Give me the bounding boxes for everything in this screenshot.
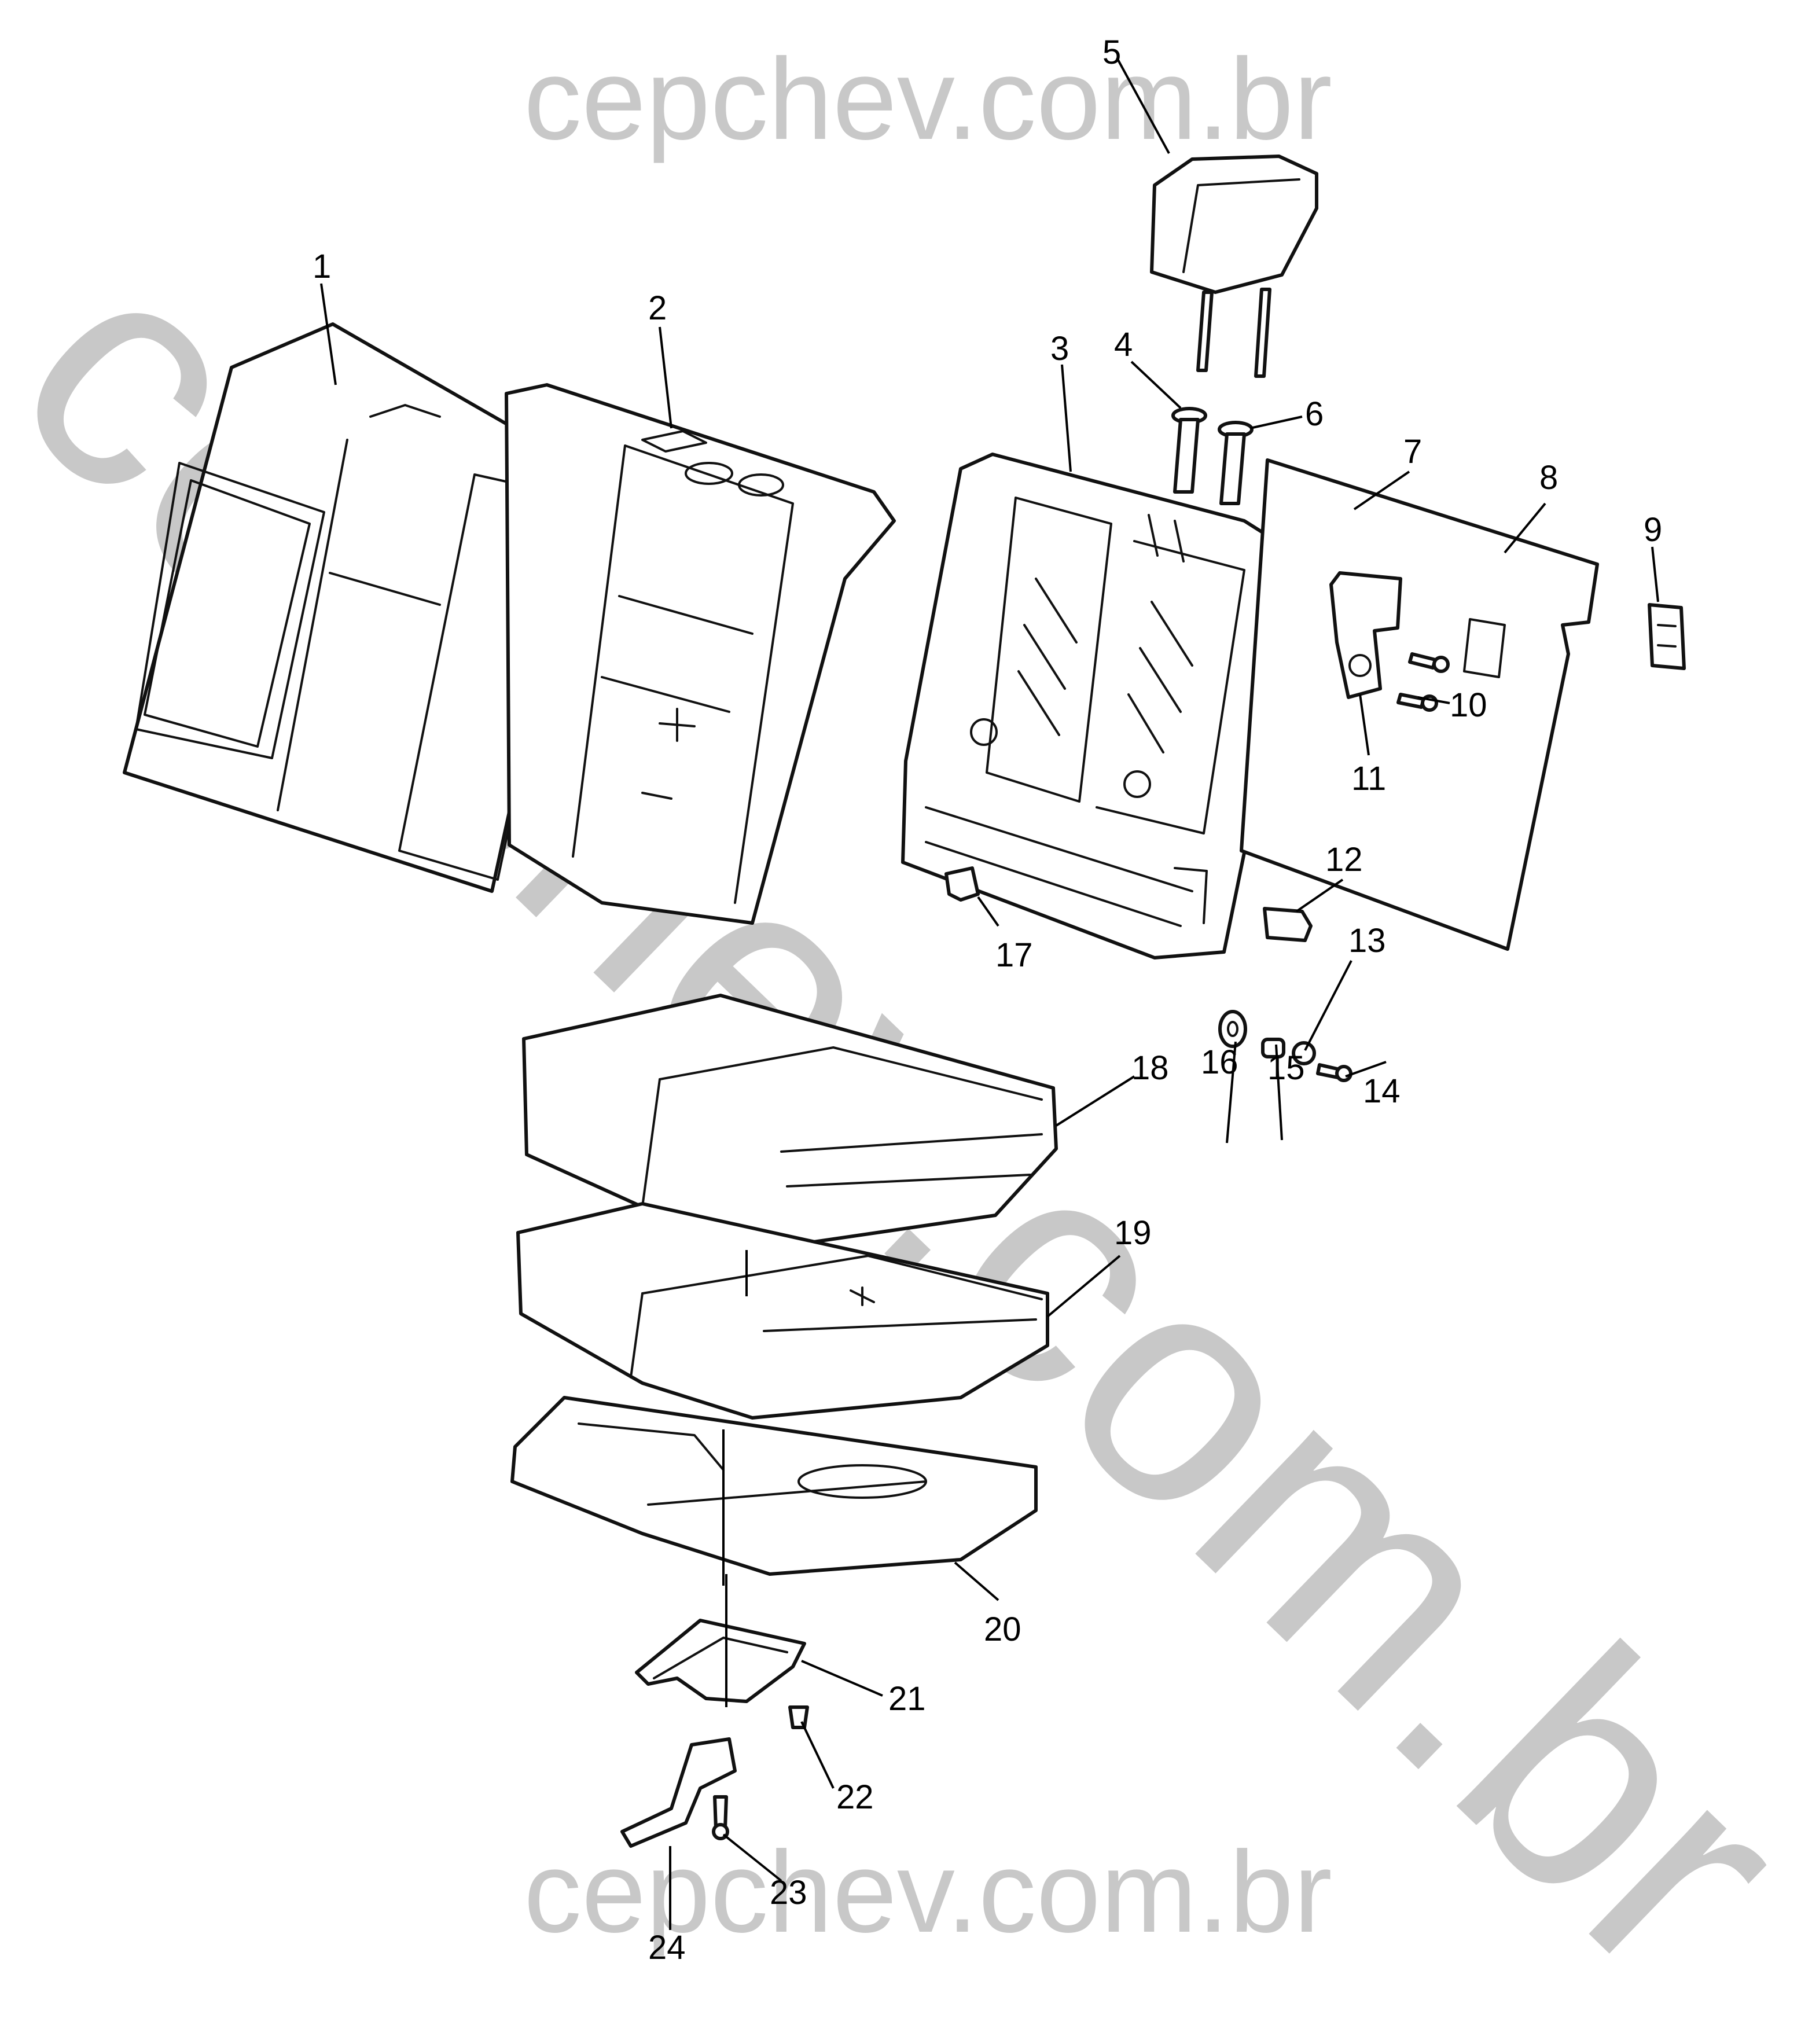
callout-7: 7 xyxy=(1403,433,1422,470)
callout-8: 8 xyxy=(1539,459,1558,497)
callout-10: 10 xyxy=(1450,686,1487,724)
callout-21: 21 xyxy=(888,1680,926,1718)
callout-13: 13 xyxy=(1348,922,1386,959)
part-14-bolt xyxy=(1316,1063,1352,1082)
callout-17: 17 xyxy=(995,936,1033,974)
watermark-bottom: cepchev.com.br xyxy=(524,1828,1332,1957)
callout-19: 19 xyxy=(1114,1214,1152,1252)
part-3-seatback-frame xyxy=(901,453,1301,959)
callout-2: 2 xyxy=(648,289,667,327)
part-10-bolts xyxy=(1396,652,1450,712)
callout-18: 18 xyxy=(1131,1049,1169,1087)
part-23-bolt xyxy=(712,1795,729,1840)
part-12-strap xyxy=(1263,907,1313,942)
part-13-nut xyxy=(1292,1041,1316,1065)
callout-5: 5 xyxy=(1102,34,1121,71)
callout-3: 3 xyxy=(1050,330,1069,367)
part-19-cushion-pad xyxy=(516,1202,1049,1420)
part-5-headrest xyxy=(1150,155,1318,378)
callout-12: 12 xyxy=(1325,841,1363,878)
callout-23: 23 xyxy=(770,1874,807,1911)
part-22-clip xyxy=(788,1705,809,1729)
part-2-seatback-pad xyxy=(505,383,896,925)
callout-labels: 1 2 3 4 5 6 7 8 9 10 11 12 13 14 15 16 1… xyxy=(313,34,1662,1966)
part-6-headrest-guide xyxy=(1218,421,1254,505)
callout-4: 4 xyxy=(1114,326,1133,363)
part-16-washer xyxy=(1218,1010,1247,1048)
callout-20: 20 xyxy=(984,1611,1021,1648)
callout-24: 24 xyxy=(648,1929,686,1966)
callout-1: 1 xyxy=(313,248,331,285)
callout-6: 6 xyxy=(1305,395,1324,433)
part-9-latch-cover xyxy=(1648,603,1686,670)
part-15-bushing xyxy=(1261,1038,1285,1058)
part-24-support-bracket xyxy=(620,1737,737,1848)
watermark-top: cepchev.com.br xyxy=(524,35,1332,164)
leader-lines xyxy=(320,57,1659,1930)
callout-15: 15 xyxy=(1267,1049,1305,1087)
callout-16: 16 xyxy=(1201,1043,1238,1081)
callout-14: 14 xyxy=(1363,1072,1401,1110)
part-11-latch-assembly xyxy=(1329,571,1402,699)
part-1-seatback-cover xyxy=(123,322,586,893)
part-21-frame-bracket xyxy=(635,1619,806,1703)
part-18-cushion-cover xyxy=(522,994,1058,1252)
part-17-bracket xyxy=(944,866,980,902)
callout-22: 22 xyxy=(836,1778,874,1816)
part-4-headrest-guide xyxy=(1171,407,1207,494)
part-20-seat-pan xyxy=(510,1396,1038,1576)
callout-11: 11 xyxy=(1351,760,1386,797)
callout-9: 9 xyxy=(1644,511,1662,549)
